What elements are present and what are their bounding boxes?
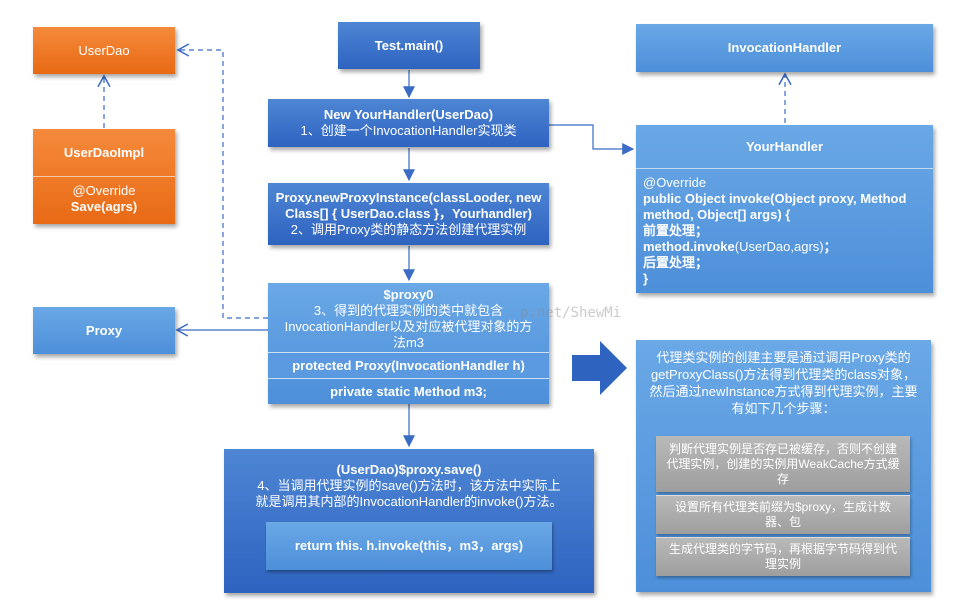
arrow-proxy0-to-userdao	[176, 43, 268, 319]
your-handler-code-line: public Object invoke(Object proxy, Metho…	[643, 191, 907, 206]
new-proxy-instance-line1: Proxy.newProxyInstance(classLooder, new	[275, 190, 542, 205]
proxy0-desc3: 法m3	[392, 334, 425, 350]
userdaoimpl-save: Save(agrs)	[70, 199, 138, 214]
proxy0-desc2: InvocationHandler以及对应被代理对象的方	[284, 318, 533, 334]
your-handler-code-line: }	[643, 271, 649, 286]
proxy0-constructor-label: protected Proxy(InvocationHandler h)	[292, 358, 525, 373]
new-handler-line2: 1、创建一个InvocationHandler实现类	[300, 123, 517, 138]
save-call-line1: (UserDao)$proxy.save()	[336, 462, 482, 477]
explanation-step: 判断代理实例是否存已被缓存，否则不创建代理实例，创建的实例用WeakCache方…	[656, 436, 910, 492]
watermark: p.net/ShewMi	[520, 305, 622, 321]
proxy0-field-row: private static Method m3;	[268, 378, 549, 404]
explanation-step: 生成代理类的字节码，再根据字节码得到代理实例	[656, 537, 910, 576]
new-proxy-instance-line3: 2、调用Proxy类的静态方法创建代理实例	[290, 222, 527, 237]
your-handler-code-line: @Override	[643, 175, 707, 190]
proxy0-title: $proxy0	[383, 286, 434, 302]
userdao-box: UserDao	[33, 27, 175, 74]
block-arrow-icon	[572, 341, 627, 395]
proxy-box: Proxy	[33, 307, 175, 354]
userdao-label: UserDao	[78, 42, 130, 58]
your-handler-code-line: method.invoke(UserDao,agrs)；	[643, 239, 837, 254]
arrow-handler-to-yourhandler	[549, 124, 635, 155]
invocation-handler-label: InvocationHandler	[727, 40, 842, 55]
invoke-return-box: return this. h.invoke(this，m3，args)	[266, 522, 552, 570]
userdaoimpl-title: UserDaoImpl	[63, 144, 145, 160]
your-handler-code-line: method, Object[] args) {	[643, 207, 791, 222]
proxy0-constructor-row: protected Proxy(InvocationHandler h)	[268, 352, 549, 378]
your-handler-title: YourHandler	[636, 125, 933, 169]
save-call-box: (UserDao)$proxy.save() 4、当调用代理实例的save()方…	[224, 449, 594, 593]
test-main-box: Test.main()	[338, 22, 480, 69]
explanation-step: 设置所有代理类前缀为$proxy，生成计数器、包	[656, 495, 910, 534]
save-call-line2: 4、当调用代理实例的save()方法时，该方法中实际上	[257, 478, 561, 493]
your-handler-code-line: 前置处理；	[643, 223, 709, 238]
new-proxy-instance-box: Proxy.newProxyInstance(classLooder, new …	[268, 183, 549, 245]
explanation-text: 代理类实例的创建主要是通过调用Proxy类的getProxyClass()方法得…	[649, 350, 918, 416]
proxy0-field-label: private static Method m3;	[330, 384, 487, 399]
your-handler-code-line: 后置处理；	[643, 255, 709, 270]
new-proxy-instance-line2: Class[] { UserDao.class }，Yourhandler)	[285, 206, 532, 221]
test-main-label: Test.main()	[374, 37, 444, 53]
userdaoimpl-override: @Override	[72, 183, 136, 198]
proxy-label: Proxy	[85, 322, 123, 338]
proxy0-box: $proxy0 3、得到的代理实例的类中就包含 InvocationHandle…	[268, 283, 549, 404]
userdaoimpl-box: UserDaoImpl @Override Save(agrs)	[33, 129, 175, 224]
new-handler-line1: New YourHandler(UserDao)	[323, 107, 494, 122]
new-handler-box: New YourHandler(UserDao) 1、创建一个Invocatio…	[268, 99, 549, 147]
proxy0-desc1: 3、得到的代理实例的类中就包含	[313, 302, 504, 318]
save-call-line3: 就是调用其内部的InvocationHandler的invoke()方法。	[255, 494, 563, 509]
invoke-return-label: return this. h.invoke(this，m3，args)	[294, 538, 524, 553]
your-handler-box: YourHandler @Override public Object invo…	[636, 125, 933, 293]
invocation-handler-box: InvocationHandler	[636, 24, 933, 72]
